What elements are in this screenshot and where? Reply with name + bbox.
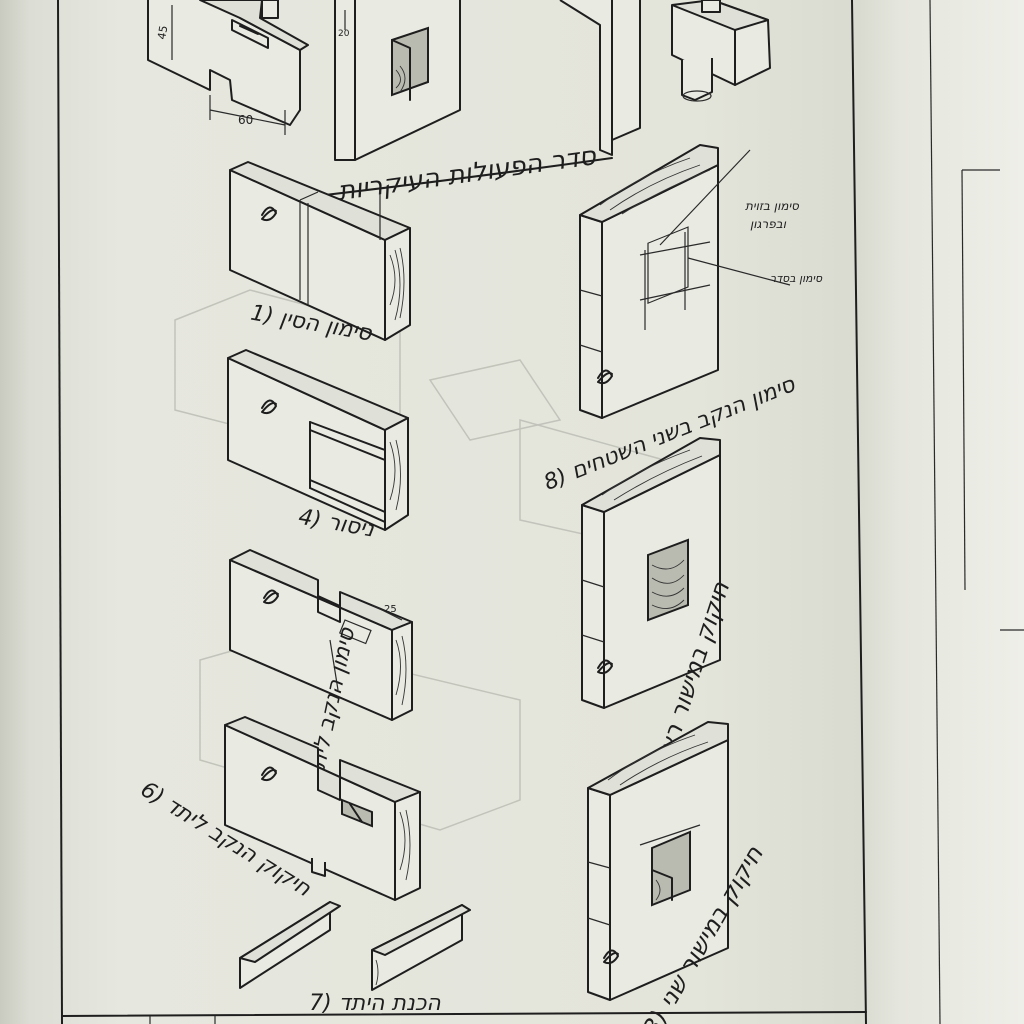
step-8-marking-mortise-both-faces: 8) סימון הנקב בשני השטחים סימון בזוית וב…	[540, 144, 823, 496]
page-frame	[57, 0, 1024, 1024]
note-square-label: סימון בזוית	[745, 199, 800, 213]
note-marker-label: סימון בסדר	[770, 272, 823, 285]
dim-25: 25	[384, 604, 397, 615]
step-4-sawing: 4) ניסור	[227, 349, 409, 543]
dim-60: 60	[238, 113, 253, 127]
step-7-label: 7) הכנת היתד	[309, 991, 441, 1016]
step-6-chiseling-peg-hole: 6) חיקוק הנקב ליתד	[136, 716, 421, 902]
dim-20: 20	[338, 29, 350, 39]
step-3-chiseling-second-face: 3) חיקוק במישור שני	[587, 721, 769, 1024]
note-square-label-2: ובפרגון	[750, 217, 787, 231]
dim-45: 45	[155, 24, 170, 40]
step-7-peg-pieces: 7) הכנת היתד	[239, 901, 471, 1016]
top-assembled-joint	[559, 0, 771, 156]
top-tenon-blank: 45 60	[147, 0, 309, 135]
top-mortise-post: 20	[334, 0, 461, 161]
